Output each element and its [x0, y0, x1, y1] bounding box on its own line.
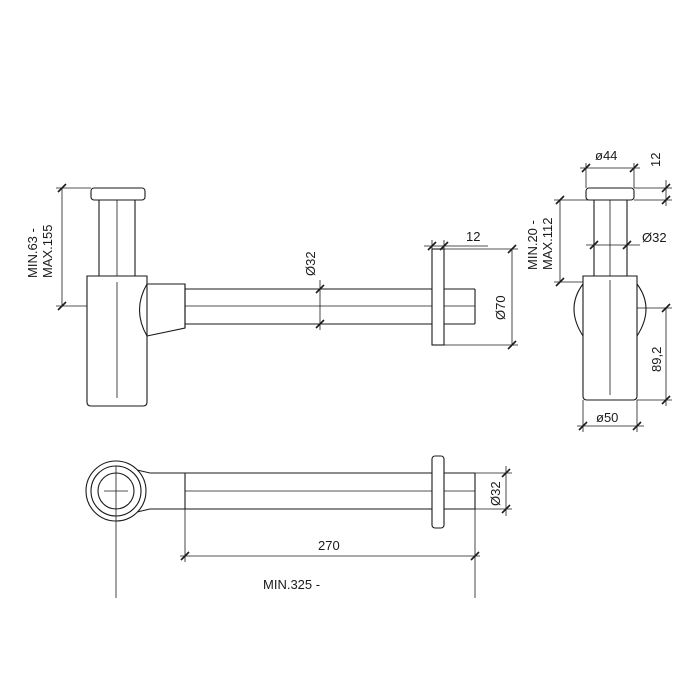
- front-body-height-label: 89,2: [649, 347, 664, 372]
- side-flange-diameter-label: Ø70: [493, 295, 508, 320]
- side-view-bottle-body: [86, 275, 148, 407]
- top-pipe-length-label: 270: [318, 538, 340, 553]
- side-view-cap: [90, 187, 146, 201]
- front-tube-diameter-label: Ø32: [642, 230, 667, 245]
- side-view-wall-flange: [431, 248, 445, 346]
- front-view: ø44 12 MIN.20 - MAX.112 Ø32 89,2: [525, 148, 672, 432]
- top-view: Ø32 270 MIN.325 -: [85, 455, 512, 604]
- side-pipe-diameter-label: Ø32: [303, 251, 318, 276]
- side-height-label-1: MIN.63 -: [25, 228, 40, 278]
- front-body-diameter-label: ø50: [596, 410, 618, 425]
- front-view-bottle-body: [582, 275, 638, 401]
- side-flange-thickness-label: 12: [466, 229, 480, 244]
- front-height-label-2: MAX.112: [540, 217, 555, 270]
- side-height-label-2: MAX.155: [40, 225, 55, 278]
- front-cap-diameter-label: ø44: [595, 148, 617, 163]
- front-view-cap: [585, 187, 635, 201]
- top-view-wall-flange: [431, 455, 445, 529]
- top-pipe-diameter-label: Ø32: [488, 481, 503, 506]
- side-view: MIN.63 - MAX.155 Ø32 12 Ø70: [25, 183, 518, 407]
- front-height-label-1: MIN.20 -: [525, 220, 540, 270]
- front-cap-height-label: 12: [648, 153, 663, 167]
- top-total-length-label: MIN.325 -: [263, 577, 320, 592]
